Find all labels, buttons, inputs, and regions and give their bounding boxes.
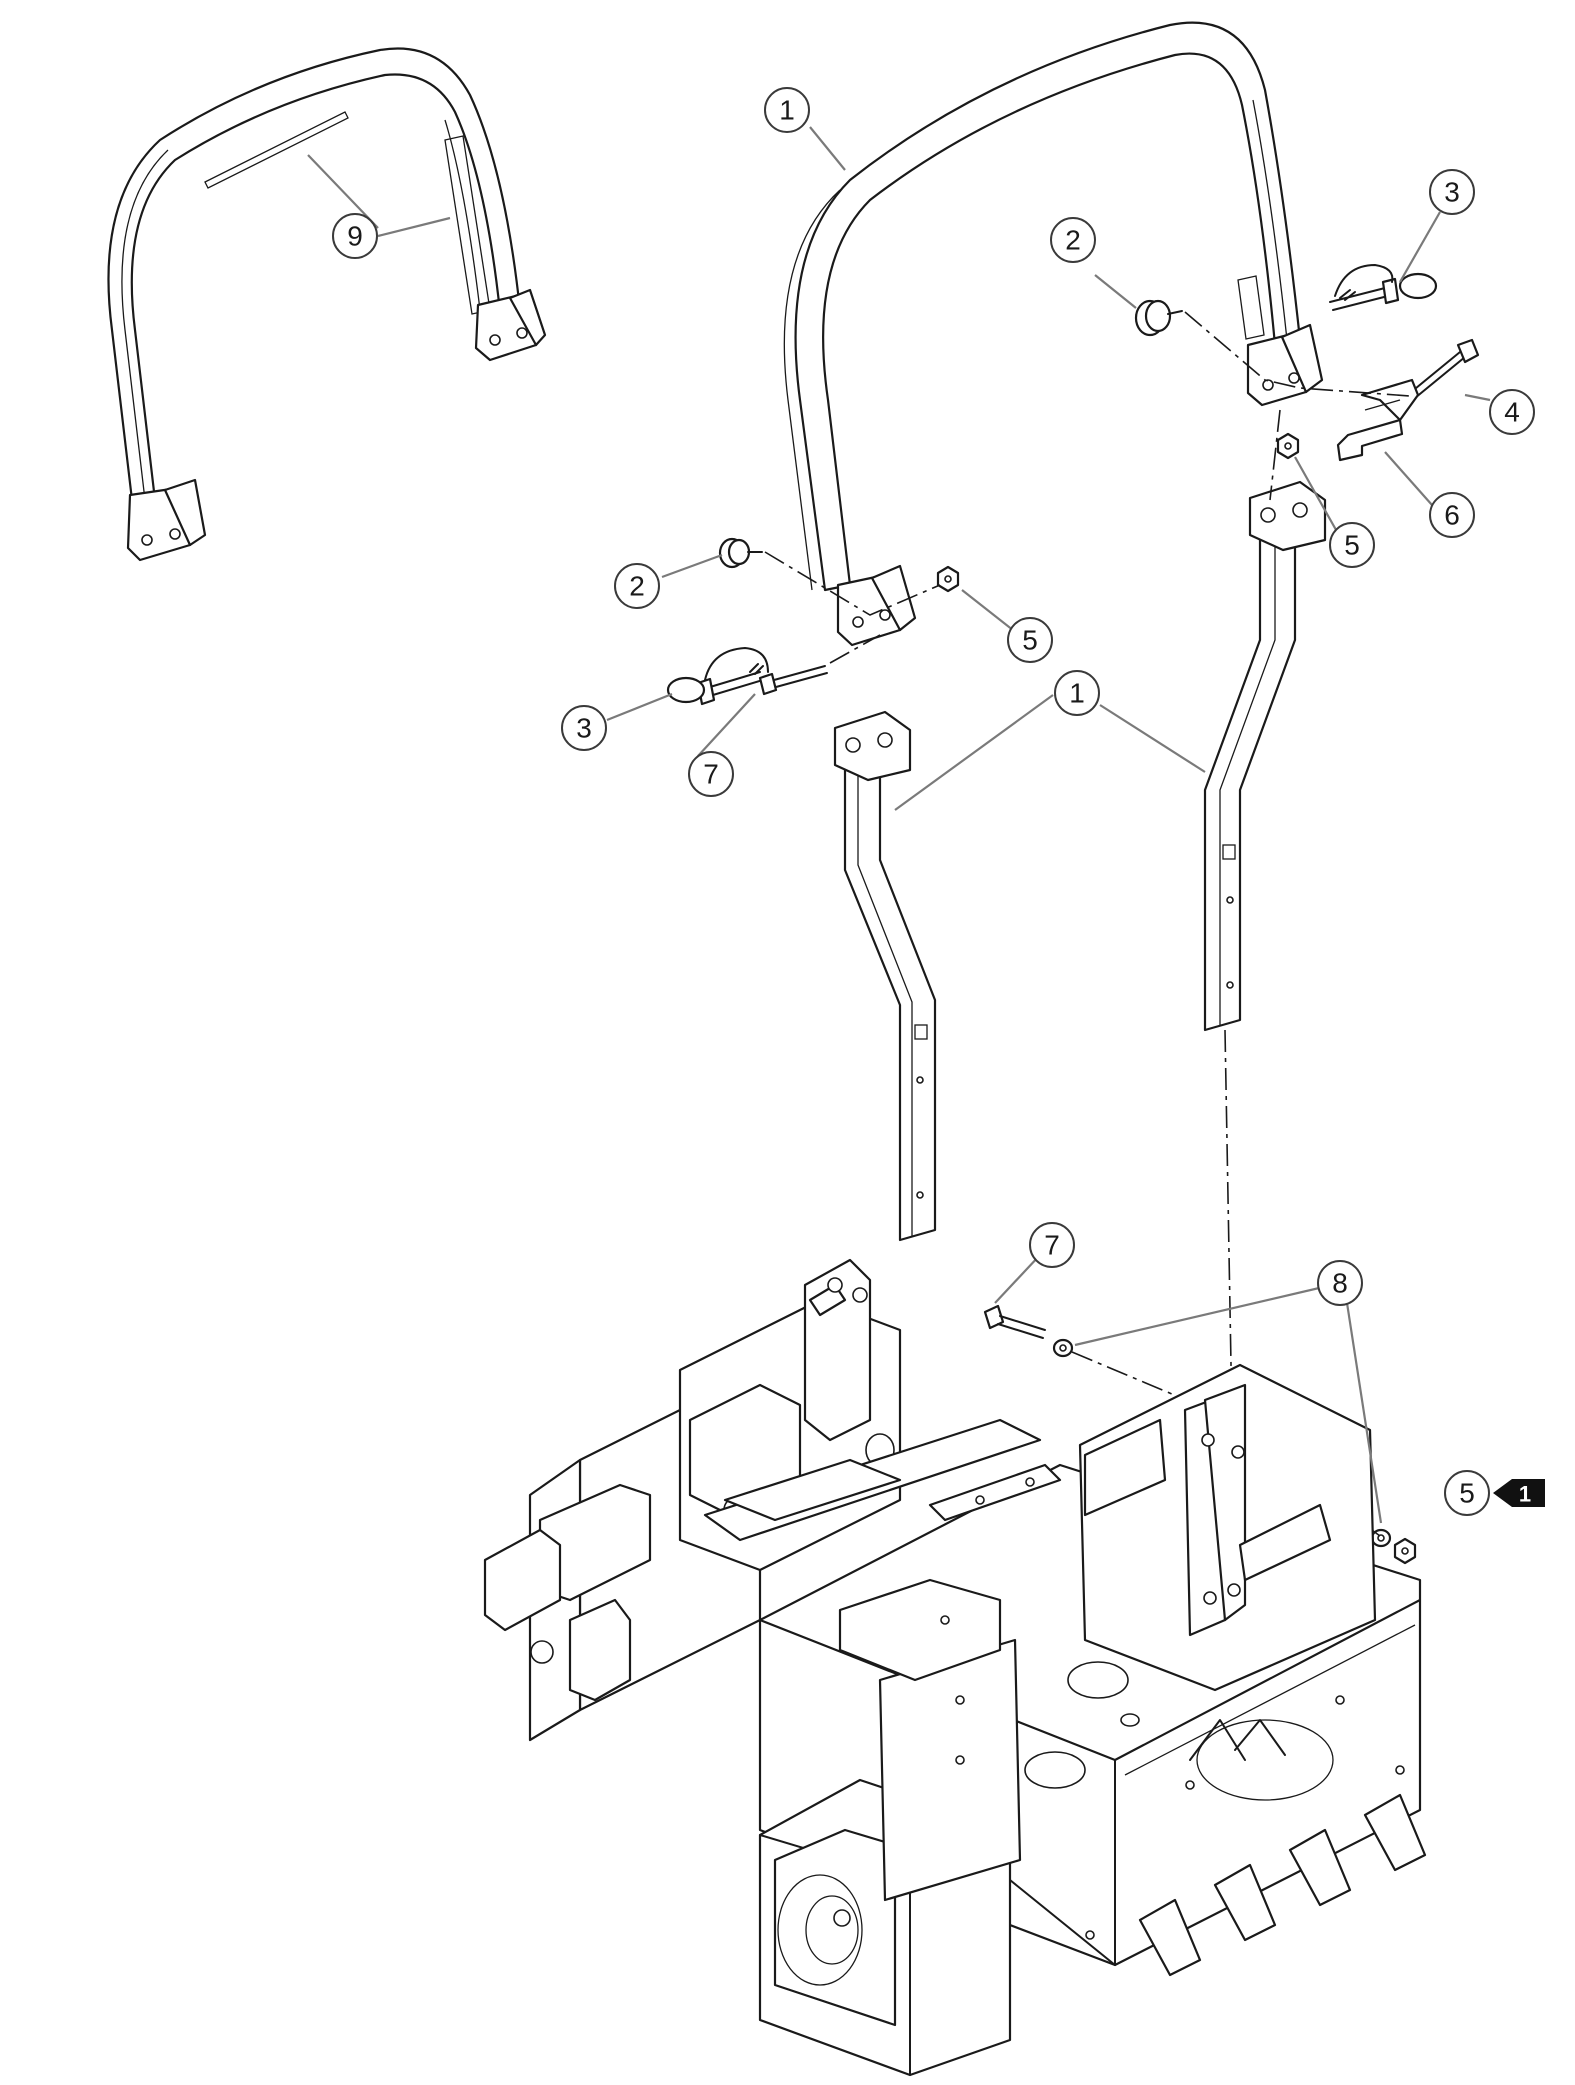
svg-text:5: 5 <box>1344 530 1360 561</box>
long-bolt <box>1409 338 1480 399</box>
upper-roll-bar-hoop <box>783 21 1324 647</box>
svg-text:7: 7 <box>703 759 719 790</box>
svg-text:7: 7 <box>1044 1230 1060 1261</box>
knob-left <box>718 537 763 569</box>
callout-8: 8 <box>1317 1260 1363 1306</box>
svg-text:2: 2 <box>1065 225 1081 256</box>
callout-7-frame: 7 <box>1029 1222 1075 1268</box>
inset-roll-bar <box>107 47 547 562</box>
callout-3-right: 3 <box>1429 169 1475 215</box>
bolt-frame <box>983 1304 1046 1339</box>
note-flag: 1 <box>1493 1479 1545 1507</box>
svg-text:4: 4 <box>1504 397 1520 428</box>
svg-text:1: 1 <box>779 95 795 126</box>
alignment-lines <box>764 311 1411 1537</box>
leader-lines <box>307 126 1491 1524</box>
callout-1-top: 1 <box>764 87 810 133</box>
callout-1-mid: 1 <box>1054 670 1100 716</box>
note-flag-label: 1 <box>1519 1482 1531 1507</box>
callout-6: 6 <box>1429 492 1475 538</box>
callout-4: 4 <box>1489 389 1535 435</box>
left-lower-upright <box>833 710 937 1242</box>
svg-text:8: 8 <box>1332 1268 1348 1299</box>
svg-text:9: 9 <box>347 221 363 252</box>
svg-text:5: 5 <box>1459 1478 1475 1509</box>
svg-text:6: 6 <box>1444 500 1460 531</box>
callout-5-nut-right: 5 <box>1329 522 1375 568</box>
right-lower-upright <box>1203 480 1327 1032</box>
callout-5-nut-left: 5 <box>1007 617 1053 663</box>
callout-7-left: 7 <box>688 751 734 797</box>
svg-text:5: 5 <box>1022 625 1038 656</box>
knob-right <box>1134 299 1183 337</box>
callout-2-right: 2 <box>1050 217 1096 263</box>
hitch-pin-left <box>666 647 769 706</box>
u-bracket <box>1336 378 1420 462</box>
hitch-pin-right <box>1329 264 1438 311</box>
callout-5-frame: 5 <box>1444 1470 1490 1516</box>
callout-2-left: 2 <box>614 563 660 609</box>
callout-3-left: 3 <box>561 705 607 751</box>
lower-frame-chassis <box>483 1258 1427 2077</box>
hardware <box>666 264 1480 1565</box>
callout-9: 9 <box>332 213 378 259</box>
svg-text:1: 1 <box>1069 678 1085 709</box>
svg-text:2: 2 <box>629 571 645 602</box>
svg-text:3: 3 <box>1444 177 1460 208</box>
callouts: 1 1 2 2 3 3 4 5 5 5 6 7 7 8 9 <box>332 87 1535 1516</box>
svg-text:3: 3 <box>576 713 592 744</box>
bolt-left <box>758 665 828 696</box>
